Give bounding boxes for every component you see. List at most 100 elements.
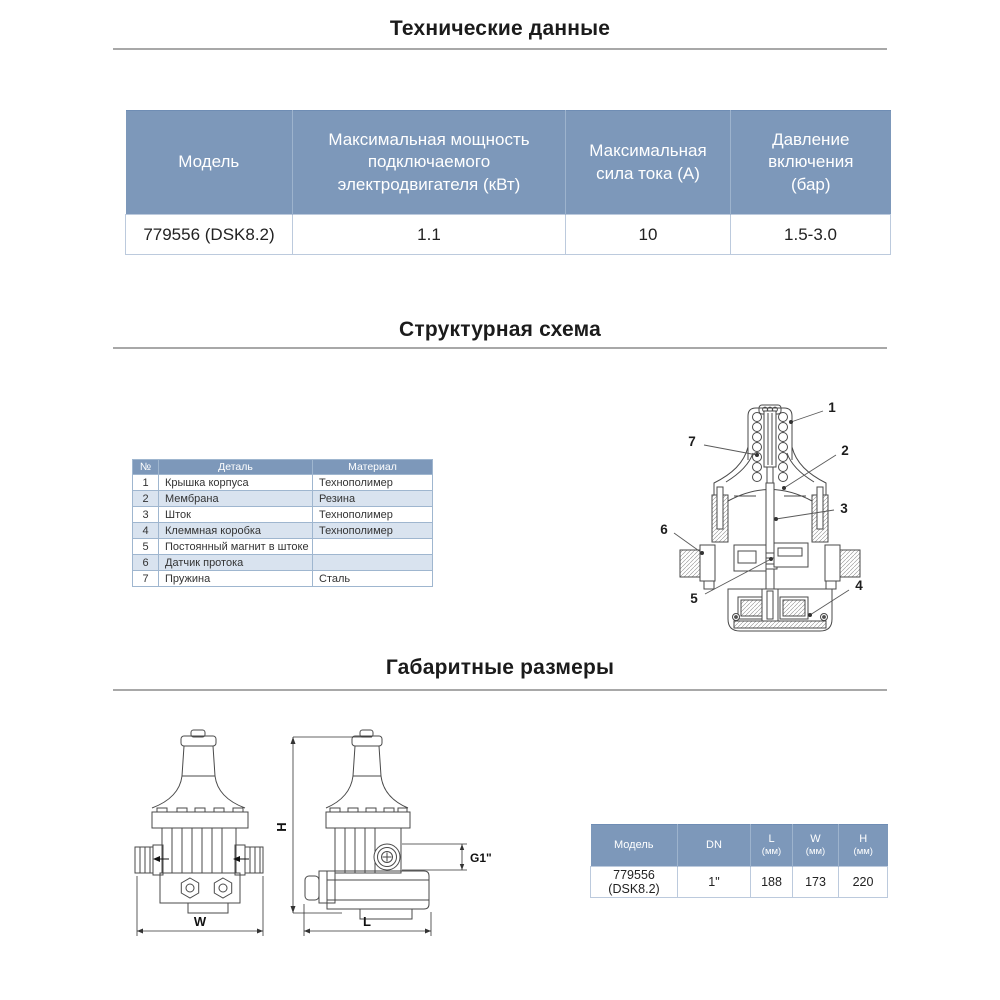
- dimension-l: [303, 904, 432, 936]
- table-cell-model: 779556 (DSK8.2): [125, 214, 293, 255]
- table-row: 779556 (DSK8.2) 1.1 10 1.5-3.0: [125, 214, 891, 255]
- column-header-max-current: Максимальная сила тока (А): [565, 110, 731, 215]
- dimensions-row: 779556 (DSK8.2) 1" 188 173 220: [590, 866, 888, 898]
- dimensions-table: Модель DN L (мм) W (мм) H (мм) 779556 (D…: [590, 824, 888, 898]
- table-header-row: Модель Максимальная мощность подключаемо…: [125, 110, 891, 215]
- part-name: Датчик протока: [158, 554, 313, 571]
- parts-row: 2 Мембрана Резина: [132, 490, 433, 507]
- callout-number-5: 5: [690, 591, 698, 606]
- column-header-max-power: Максимальная мощность подключаемого элек…: [292, 110, 566, 215]
- parts-row: 3 Шток Технополимер: [132, 506, 433, 523]
- column-header-model: Модель: [590, 824, 678, 867]
- technical-data-table: Модель Максимальная мощность подключаемо…: [125, 110, 891, 255]
- part-material: Резина: [312, 490, 433, 507]
- part-name: Клеммная коробка: [158, 522, 313, 539]
- part-name: Постоянный магнит в штоке: [158, 538, 313, 555]
- part-name: Пружина: [158, 570, 313, 587]
- front-view-drawing: [134, 729, 264, 914]
- terminal-box: [727, 588, 833, 632]
- structural-cross-section-drawing: 1 7 2 3 6 5 4: [660, 400, 863, 632]
- g1-port-face: [373, 843, 401, 871]
- column-header-w: W (мм): [792, 824, 839, 867]
- guide-tube: [763, 410, 777, 492]
- part-number: 4: [132, 522, 159, 539]
- column-label: H: [859, 832, 868, 845]
- table-cell-power: 1.1: [292, 214, 566, 255]
- part-name: Шток: [158, 506, 313, 523]
- column-header-part: Деталь: [158, 459, 313, 475]
- part-material: Технополимер: [312, 474, 433, 491]
- callout-number-3: 3: [840, 501, 848, 516]
- dimensions-header-row: Модель DN L (мм) W (мм) H (мм): [590, 824, 888, 867]
- part-material: [312, 538, 433, 555]
- shaft-and-magnet: [762, 482, 778, 590]
- parts-row: 1 Крышка корпуса Технополимер: [132, 474, 433, 491]
- callout-number-6: 6: [660, 522, 668, 537]
- column-header-h: H (мм): [838, 824, 888, 867]
- part-number: 5: [132, 538, 159, 555]
- divider-line: [113, 689, 887, 691]
- column-header-dn: DN: [677, 824, 751, 867]
- dimension-label-g1: G1": [470, 851, 492, 865]
- section-title-technical: Технические данные: [389, 17, 611, 40]
- callout-number-1: 1: [828, 400, 836, 415]
- flow-arrow-right: [233, 856, 249, 862]
- left-port: [679, 544, 716, 590]
- parts-row: 7 Пружина Сталь: [132, 570, 433, 587]
- parts-row: 5 Постоянный магнит в штоке: [132, 538, 433, 555]
- flow-sensor-internals: [733, 542, 809, 572]
- table-cell-current: 10: [565, 214, 731, 255]
- part-material: Сталь: [312, 570, 433, 587]
- column-unit: (мм): [853, 846, 873, 858]
- right-port: [824, 544, 861, 590]
- callout-number-7: 7: [688, 434, 696, 449]
- part-number: 6: [132, 554, 159, 571]
- body-ring: [711, 486, 829, 543]
- column-header-model: Модель: [125, 110, 293, 215]
- column-unit: (мм): [805, 846, 826, 858]
- column-header-number: №: [132, 459, 159, 475]
- table-cell-model: 779556 (DSK8.2): [590, 866, 678, 898]
- column-header-l: L (мм): [750, 824, 793, 867]
- divider-line: [113, 48, 887, 50]
- callout-number-2: 2: [841, 443, 849, 458]
- part-number: 1: [132, 474, 159, 491]
- part-number: 7: [132, 570, 159, 587]
- side-view-drawing: [304, 729, 430, 920]
- dimension-label-l: L: [363, 914, 371, 929]
- flow-arrow-left: [153, 856, 169, 862]
- callout-number-4: 4: [855, 578, 863, 593]
- parts-row: 4 Клеммная коробка Технополимер: [132, 522, 433, 539]
- callout-leader-lines: [673, 410, 850, 616]
- column-header-cut-in-pressure: Давление включения (бар): [730, 110, 891, 215]
- spring-coils: [752, 412, 788, 482]
- column-unit: (мм): [761, 846, 782, 858]
- part-number: 3: [132, 506, 159, 523]
- part-material: Технополимер: [312, 522, 433, 539]
- dimension-h: [290, 736, 372, 914]
- column-label: W: [810, 832, 821, 845]
- parts-table: № Деталь Материал 1 Крышка корпуса Техно…: [132, 459, 433, 587]
- device-cover-tower: [713, 407, 827, 495]
- part-material: Технополимер: [312, 506, 433, 523]
- table-cell-l: 188: [750, 866, 793, 898]
- table-cell-h: 220: [838, 866, 888, 898]
- part-name: Крышка корпуса: [158, 474, 313, 491]
- dimension-label-w: W: [194, 914, 207, 929]
- table-cell-pressure: 1.5-3.0: [730, 214, 891, 255]
- callout-dots: [700, 420, 812, 617]
- column-label: L: [768, 832, 775, 845]
- parts-header-row: № Деталь Материал: [132, 459, 433, 475]
- section-title-dimensions: Габаритные размеры: [385, 656, 615, 679]
- column-header-material: Материал: [312, 459, 433, 475]
- parts-row: 6 Датчик протока: [132, 554, 433, 571]
- dimension-w: [136, 876, 264, 936]
- part-material: [312, 554, 433, 571]
- table-cell-dn: 1": [677, 866, 751, 898]
- dimensional-drawings: W H L G1": [134, 729, 492, 936]
- section-title-structure: Структурная схема: [399, 318, 601, 341]
- part-number: 2: [132, 490, 159, 507]
- dimension-g1: [402, 843, 467, 871]
- part-name: Мембрана: [158, 490, 313, 507]
